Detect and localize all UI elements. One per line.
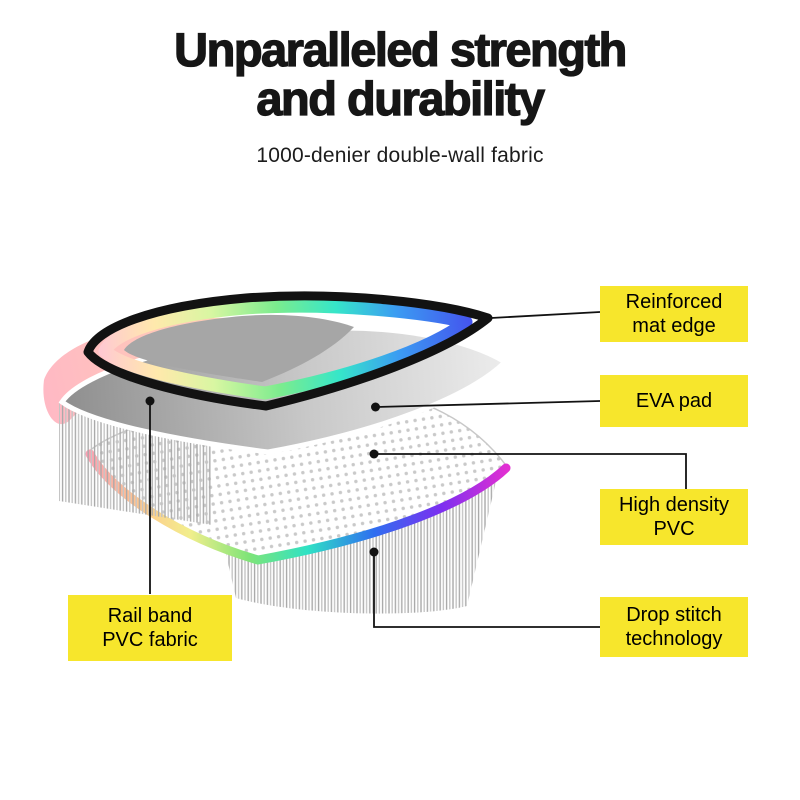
title-line-2: and durability xyxy=(256,71,546,125)
page-subtitle: 1000-denier double-wall fabric xyxy=(256,144,544,167)
dot-eva-pad xyxy=(371,402,380,412)
mat-edge-rainbow-ring xyxy=(98,299,473,400)
reinforced-mat-edge-layer xyxy=(83,291,493,411)
drop-stitch-bristles-left xyxy=(59,403,212,525)
connector-eva-pad xyxy=(376,400,601,408)
callout-high-density-pvc: High density PVC xyxy=(600,489,748,545)
dot-high-density-pvc xyxy=(369,449,379,459)
callout-reinforced-mat-edge: Reinforced mat edge xyxy=(600,286,748,342)
dot-drop-stitch xyxy=(369,547,379,557)
mat-edge-gray-center xyxy=(124,314,354,382)
dot-rail-band xyxy=(145,396,155,406)
callout-connectors xyxy=(145,311,687,628)
title-line-1: Unparalleled strength xyxy=(174,23,628,76)
connector-high-density-pvc xyxy=(374,453,687,489)
callout-rail-band-pvc-fabric: Rail band PVC fabric xyxy=(68,595,232,661)
callout-drop-stitch-technology: Drop stitch technology xyxy=(600,597,748,657)
page-title: Unparalleled strength and durability xyxy=(0,23,800,125)
callout-eva-pad: EVA pad xyxy=(600,375,748,427)
mat-edge-black-frame xyxy=(83,291,493,411)
connector-reinforced-mat-edge xyxy=(490,311,601,319)
connector-drop-stitch xyxy=(373,552,600,628)
